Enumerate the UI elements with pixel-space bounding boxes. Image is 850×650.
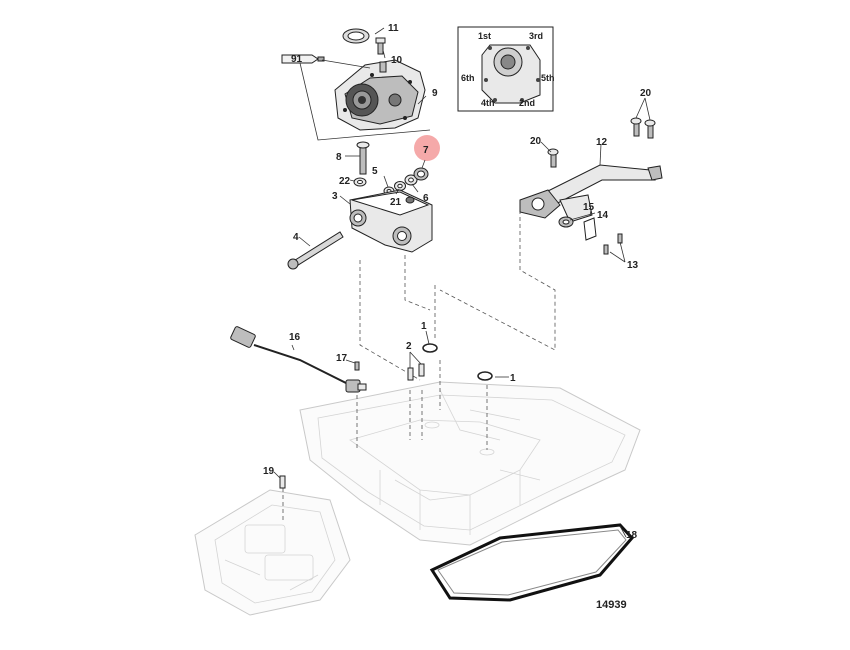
- callout-11[interactable]: 11: [388, 23, 399, 34]
- part-6-washer[interactable]: [404, 174, 418, 186]
- callout-2[interactable]: 2: [406, 341, 412, 352]
- callout-14[interactable]: 14: [597, 210, 609, 221]
- part-19-pin[interactable]: [279, 475, 286, 489]
- sealant-tube: 91: [281, 54, 325, 65]
- part-1-o-ring-lower[interactable]: [477, 371, 493, 381]
- seq-fourth-label: 4th: [481, 98, 495, 108]
- part-7-highlight: [414, 135, 440, 161]
- callout-19[interactable]: 19: [263, 466, 275, 477]
- lower-bracket-ghost: [194, 489, 351, 616]
- callout-9[interactable]: 9: [432, 88, 438, 99]
- part-11-seal[interactable]: [342, 28, 370, 44]
- sealant-tube-label: 91: [291, 54, 303, 65]
- part-10-screw[interactable]: [375, 37, 386, 55]
- part-8-bolt[interactable]: [356, 141, 370, 175]
- tightening-sequence-inset: 1st 3rd 6th 5th 4th 2nd: [457, 26, 555, 112]
- leader-lines: [273, 27, 651, 538]
- callout-3[interactable]: 3: [332, 191, 338, 202]
- callout-labels: 11 10 9 8 22 5 21 6 7 3 4 12 15 14 13 20…: [263, 23, 652, 541]
- part-14-bushing[interactable]: [558, 216, 574, 228]
- seq-sixth-label: 6th: [461, 73, 475, 83]
- part-1-o-ring-upper[interactable]: [422, 343, 438, 353]
- seq-first-label: 1st: [478, 31, 491, 41]
- callout-22[interactable]: 22: [339, 176, 351, 187]
- adapter-plate-ghost: [299, 381, 641, 546]
- callout-1-lower[interactable]: 1: [510, 373, 516, 384]
- part-21-washer[interactable]: [394, 181, 406, 191]
- callout-4[interactable]: 4: [293, 232, 299, 243]
- part-22-washer[interactable]: [353, 177, 367, 187]
- part-4-long-bolt[interactable]: [287, 231, 344, 270]
- part-13-screws[interactable]: [603, 233, 623, 255]
- part-18-gasket[interactable]: [429, 523, 635, 602]
- callout-18[interactable]: 18: [626, 530, 638, 541]
- part-16-harness[interactable]: [230, 326, 367, 393]
- callout-8[interactable]: 8: [336, 152, 342, 163]
- callout-21[interactable]: 21: [390, 197, 402, 208]
- part-3-housing[interactable]: [349, 189, 433, 253]
- part-15-gasket[interactable]: [583, 217, 597, 241]
- part-17-screw[interactable]: [354, 361, 360, 371]
- callout-16[interactable]: 16: [289, 332, 301, 343]
- callout-7[interactable]: 7: [423, 145, 429, 156]
- diagram-number: 14939: [596, 599, 627, 611]
- callout-15[interactable]: 15: [583, 202, 595, 213]
- callout-10[interactable]: 10: [391, 55, 403, 66]
- callout-13[interactable]: 13: [627, 260, 639, 271]
- callout-12[interactable]: 12: [596, 137, 608, 148]
- callout-20-left[interactable]: 20: [530, 136, 542, 147]
- callout-17[interactable]: 17: [336, 353, 348, 364]
- part-2-dowel-pins[interactable]: [407, 363, 425, 381]
- callout-1-upper[interactable]: 1: [421, 321, 427, 332]
- assembly-guide-lines: [282, 210, 556, 520]
- callout-6[interactable]: 6: [423, 193, 429, 204]
- part-9-pump-assembly[interactable]: [334, 59, 426, 131]
- part-7-bushing[interactable]: [413, 167, 429, 181]
- callout-20-right[interactable]: 20: [640, 88, 652, 99]
- part-20-bolt-left[interactable]: [547, 148, 559, 168]
- seq-third-label: 3rd: [529, 31, 543, 41]
- seq-second-label: 2nd: [519, 98, 535, 108]
- callout-5[interactable]: 5: [372, 166, 378, 177]
- part-20-bolts-right[interactable]: [630, 117, 656, 139]
- part-12-lever[interactable]: [519, 164, 663, 223]
- seq-fifth-label: 5th: [541, 73, 555, 83]
